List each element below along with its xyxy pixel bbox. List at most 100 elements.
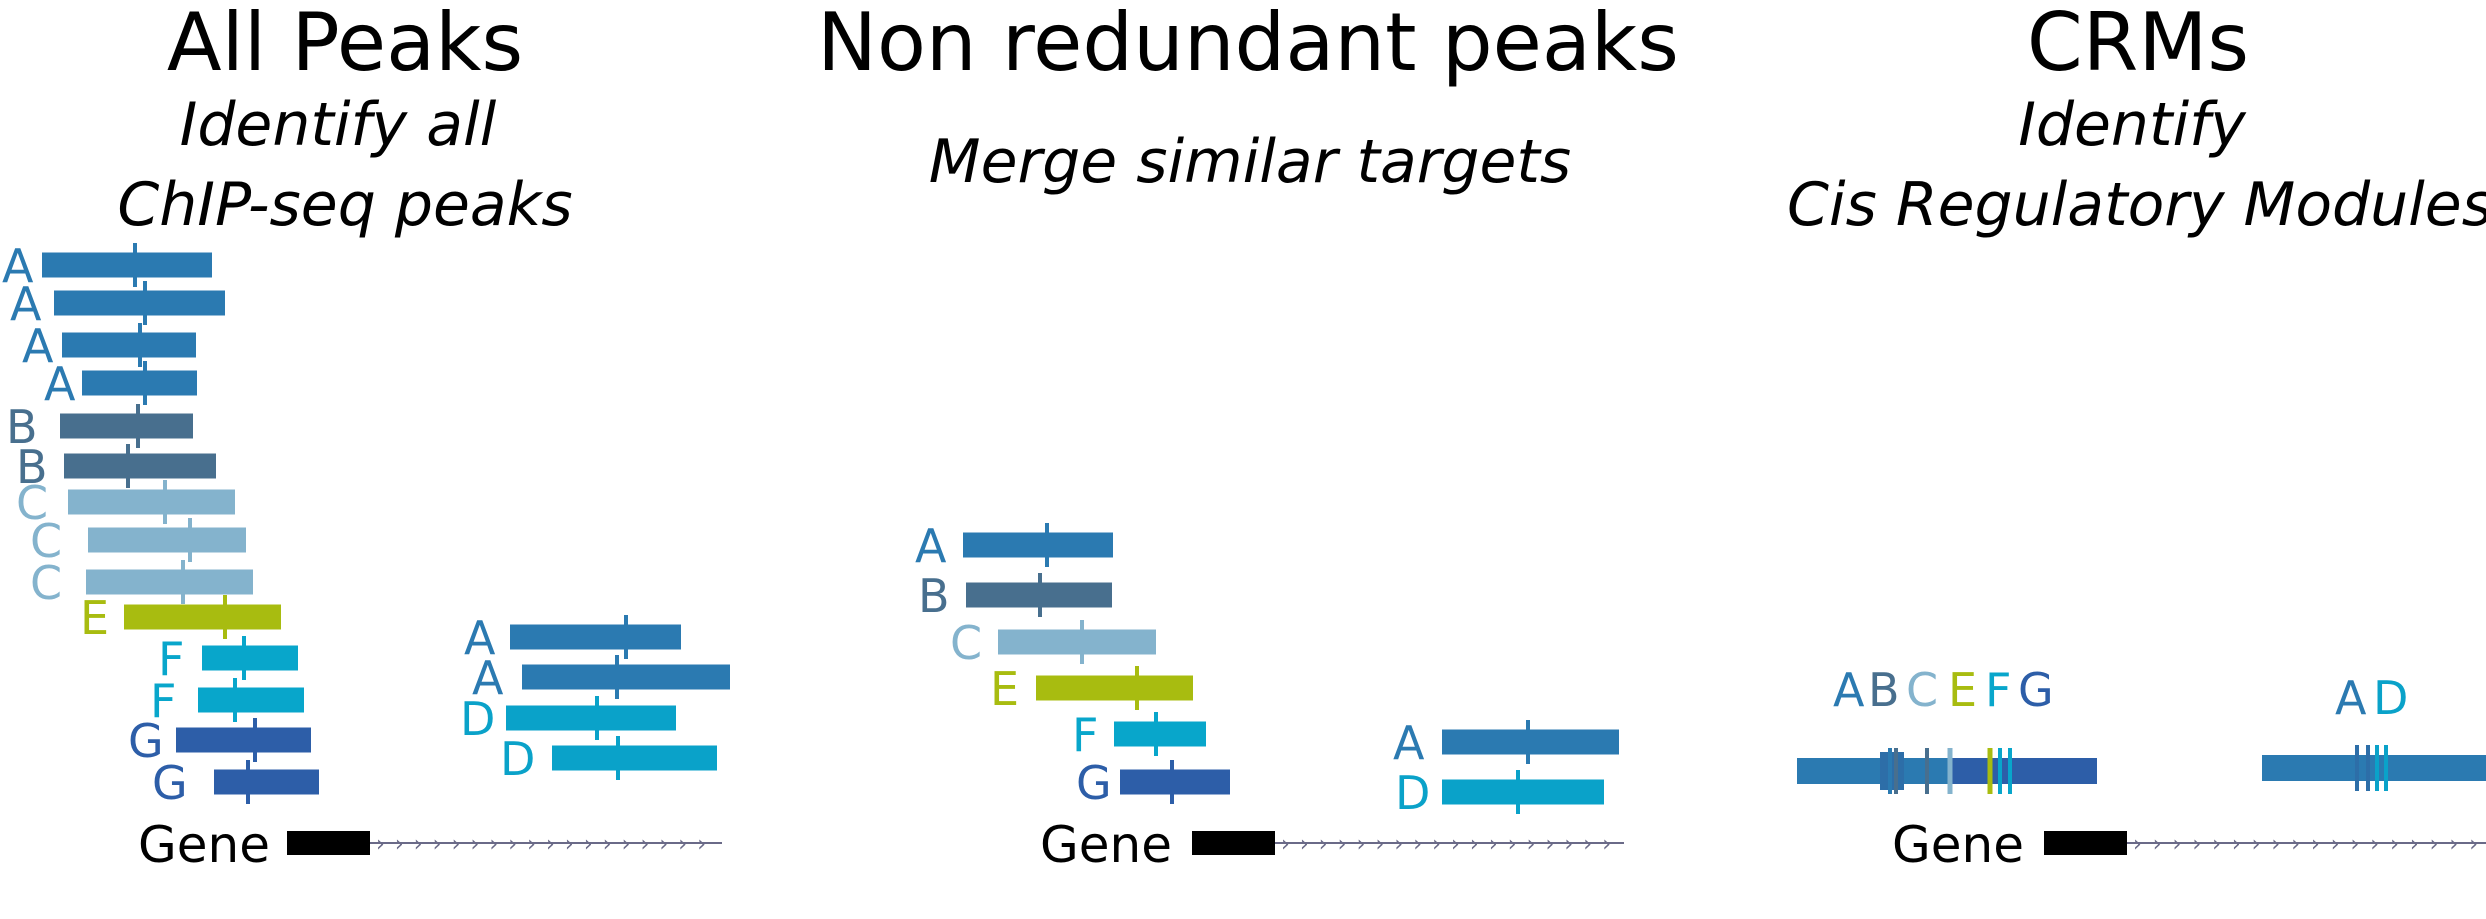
peak-label: C bbox=[950, 616, 982, 670]
panel-subtitle-line: Identify bbox=[2018, 90, 2247, 160]
intron-arrows: ›››››››››››››››››› bbox=[376, 832, 706, 857]
peak-bar bbox=[202, 645, 298, 671]
peak-label: A bbox=[464, 611, 496, 665]
gene-exon bbox=[2044, 831, 2127, 855]
crm-label: F bbox=[1985, 663, 2011, 717]
peak-label: G bbox=[152, 756, 188, 810]
peak-bar bbox=[1114, 721, 1206, 747]
peak-label: G bbox=[128, 714, 164, 768]
peak: C bbox=[950, 616, 1156, 670]
peak-label: E bbox=[990, 662, 1019, 716]
peak: A bbox=[44, 357, 197, 411]
peak-bar bbox=[68, 489, 235, 515]
peak-bar bbox=[42, 252, 212, 278]
peak-bar bbox=[552, 745, 717, 771]
gene-track: Gene ›››››››››››››››››› bbox=[138, 816, 722, 874]
crm-label: C bbox=[1906, 663, 1938, 717]
crm-label: A bbox=[2335, 671, 2367, 725]
peak: C bbox=[30, 514, 246, 568]
gene-label: Gene bbox=[138, 816, 270, 874]
peak-label: F bbox=[150, 674, 176, 728]
crm-bar bbox=[1797, 758, 1950, 784]
peak-bar bbox=[86, 569, 253, 595]
peak-label: D bbox=[500, 732, 535, 786]
peak: C bbox=[16, 476, 235, 530]
gene-track: Gene ›››››››››››››››››› bbox=[1040, 816, 1624, 874]
peak-bar bbox=[1036, 675, 1193, 701]
peak-bar bbox=[60, 413, 193, 439]
peak-bar bbox=[198, 687, 304, 713]
peak-bar bbox=[88, 527, 246, 553]
peak-bar bbox=[963, 532, 1113, 558]
panel-non-redundant-peaks: Non redundant peaks Merge similar target… bbox=[817, 0, 1679, 874]
peak-label: A bbox=[915, 519, 947, 573]
peak: B bbox=[918, 569, 1112, 623]
peak-label: F bbox=[158, 632, 184, 686]
crm-bar bbox=[1950, 758, 2097, 784]
peak-bar bbox=[124, 604, 281, 630]
gene-exon bbox=[287, 831, 370, 855]
peak: A bbox=[22, 319, 196, 373]
gene-track: Gene ›››››››››››››››››› bbox=[1892, 816, 2486, 874]
peak-label: D bbox=[460, 692, 495, 746]
peak-label: B bbox=[918, 569, 950, 623]
gene-label: Gene bbox=[1040, 816, 1172, 874]
panel-title: CRMs bbox=[2027, 0, 2249, 89]
panel-subtitle-line: Identify all bbox=[180, 90, 497, 160]
peak-label: E bbox=[80, 591, 109, 645]
crm-label: E bbox=[1948, 663, 1977, 717]
panel-subtitle-line: ChIP-seq peaks bbox=[117, 170, 572, 240]
peak: F bbox=[1072, 708, 1206, 762]
gene-exon bbox=[1192, 831, 1275, 855]
peak: E bbox=[80, 591, 281, 645]
peak-bar bbox=[64, 453, 216, 479]
peak-label: F bbox=[1072, 708, 1098, 762]
peak: B bbox=[16, 440, 216, 494]
peak: A bbox=[915, 519, 1113, 573]
panel-subtitle-line: Merge similar targets bbox=[929, 127, 1571, 197]
peak: D bbox=[460, 692, 676, 746]
peak-bar bbox=[54, 290, 225, 316]
peak-label: C bbox=[30, 514, 62, 568]
crm-label: G bbox=[2018, 663, 2054, 717]
peak-bar bbox=[510, 624, 681, 650]
peak-bar bbox=[82, 370, 197, 396]
peak: G bbox=[1076, 756, 1230, 810]
peak-label: B bbox=[16, 440, 48, 494]
intron-arrows: ›››››››››››››››››› bbox=[2133, 832, 2478, 857]
peak: G bbox=[128, 714, 311, 768]
peak-label: A bbox=[2, 239, 34, 293]
peak: A bbox=[10, 277, 225, 331]
peak: B bbox=[6, 400, 193, 454]
peak-label: C bbox=[16, 476, 48, 530]
crm-module: A B C E F G bbox=[1797, 663, 2097, 794]
peak-label: A bbox=[1393, 716, 1425, 770]
peak: A bbox=[464, 611, 681, 665]
peak: C bbox=[30, 556, 253, 610]
panel-crms: CRMs Identify Cis Regulatory Modules A B… bbox=[1787, 0, 2486, 874]
peak: F bbox=[158, 632, 298, 686]
crm-label: D bbox=[2373, 671, 2408, 725]
peak-bar bbox=[998, 629, 1156, 655]
panel-subtitle-line: Cis Regulatory Modules bbox=[1787, 170, 2486, 240]
crm-label: A bbox=[1833, 663, 1865, 717]
peak-label: A bbox=[472, 651, 504, 705]
panel-all-peaks: All Peaks Identify all ChIP-seq peaks AA… bbox=[2, 0, 730, 874]
panel-title: Non redundant peaks bbox=[817, 0, 1679, 89]
peak: G bbox=[152, 756, 319, 810]
peak-label: G bbox=[1076, 756, 1112, 810]
peak-bar bbox=[214, 769, 319, 795]
peak-label: A bbox=[10, 277, 42, 331]
peak-label: A bbox=[44, 357, 76, 411]
peak-bar bbox=[1442, 779, 1604, 805]
gene-label: Gene bbox=[1892, 816, 2024, 874]
peak-label: B bbox=[6, 400, 38, 454]
peak-bar bbox=[522, 664, 730, 690]
crm-bar bbox=[2262, 755, 2486, 781]
peak: F bbox=[150, 674, 304, 728]
intron-arrows: ›››››››››››››››››› bbox=[1281, 832, 1611, 857]
crm-module: A D bbox=[2262, 671, 2486, 791]
peak-label: A bbox=[22, 319, 54, 373]
